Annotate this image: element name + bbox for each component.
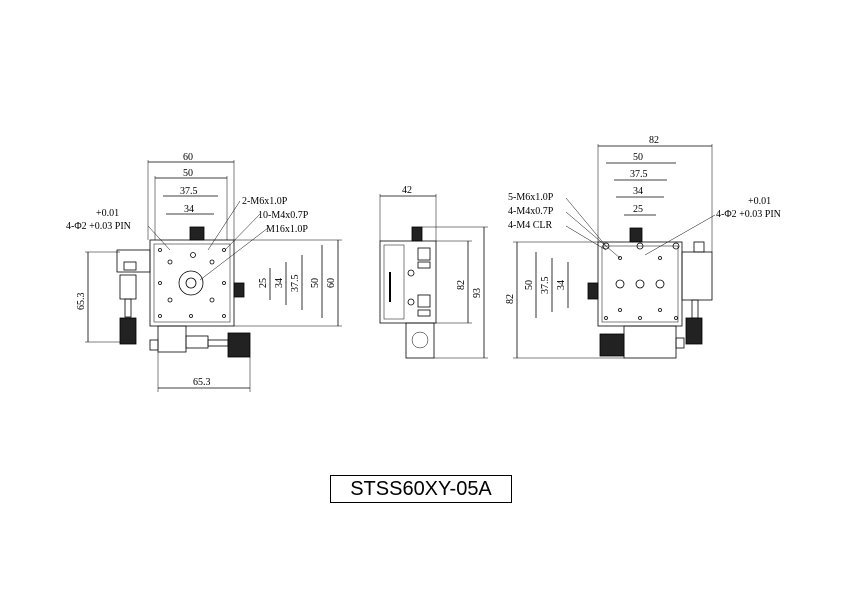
side-view bbox=[379, 194, 488, 359]
rear-dim-50: 50 bbox=[633, 152, 643, 163]
front-dim-34: 34 bbox=[184, 204, 194, 215]
rear-callout-m6: 5-M6x1.0P bbox=[508, 192, 554, 203]
front-dim-37-5: 37.5 bbox=[180, 186, 198, 197]
side-dim-42: 42 bbox=[402, 185, 412, 196]
rear-dim-25: 25 bbox=[633, 204, 643, 215]
rear-dim-34: 34 bbox=[633, 186, 643, 197]
front-callout-m16: M16x1.0P bbox=[266, 224, 308, 235]
front-callout-m4: 10-M4x0.7P bbox=[258, 210, 309, 221]
rear-callout-clr: 4-M4 CLR bbox=[508, 220, 553, 231]
front-pin-spec: 4-Φ2 +0.03 PIN bbox=[66, 221, 131, 232]
front-dim-right-50: 50 bbox=[310, 278, 321, 288]
rear-pin-spec: 4-Φ2 +0.03 PIN bbox=[716, 209, 781, 220]
rear-callout-m4: 4-M4x0.7P bbox=[508, 206, 554, 217]
front-dim-left-65-3: 65.3 bbox=[76, 293, 87, 311]
rear-pin-tolerance: +0.01 bbox=[748, 196, 771, 207]
front-dim-right-34: 34 bbox=[274, 278, 285, 288]
front-pin-tolerance: +0.01 bbox=[96, 208, 119, 219]
front-dim-right-25: 25 bbox=[258, 278, 269, 288]
rear-dim-left-82: 82 bbox=[505, 294, 516, 304]
rear-dim-left-34: 34 bbox=[556, 280, 567, 290]
front-dim-60: 60 bbox=[183, 152, 193, 163]
front-dim-50: 50 bbox=[183, 168, 193, 179]
front-dim-right-60: 60 bbox=[326, 278, 337, 288]
rear-dim-left-50: 50 bbox=[524, 280, 535, 290]
rear-dim-82: 82 bbox=[649, 135, 659, 146]
model-label: STSS60XY-05A bbox=[350, 477, 492, 500]
rear-dim-left-37-5: 37.5 bbox=[540, 277, 551, 295]
front-callout-m6: 2-M6x1.0P bbox=[242, 196, 288, 207]
front-dim-right-37-5: 37.5 bbox=[290, 275, 301, 293]
model-label-box: STSS60XY-05A bbox=[330, 475, 512, 503]
rear-view-text: 82 50 37.5 34 25 82 50 37.5 34 5-M6x1.0P… bbox=[505, 135, 781, 304]
side-dim-82: 82 bbox=[456, 280, 467, 290]
front-view-text: 60 50 37.5 34 25 34 37.5 50 60 65.3 65.3… bbox=[66, 152, 337, 388]
rear-dim-37-5: 37.5 bbox=[630, 169, 648, 180]
front-dim-bottom-65-3: 65.3 bbox=[193, 377, 211, 388]
rear-view bbox=[513, 144, 716, 359]
front-view bbox=[85, 160, 342, 392]
side-dim-93: 93 bbox=[472, 288, 483, 298]
side-view-text: 42 82 93 bbox=[402, 185, 483, 298]
